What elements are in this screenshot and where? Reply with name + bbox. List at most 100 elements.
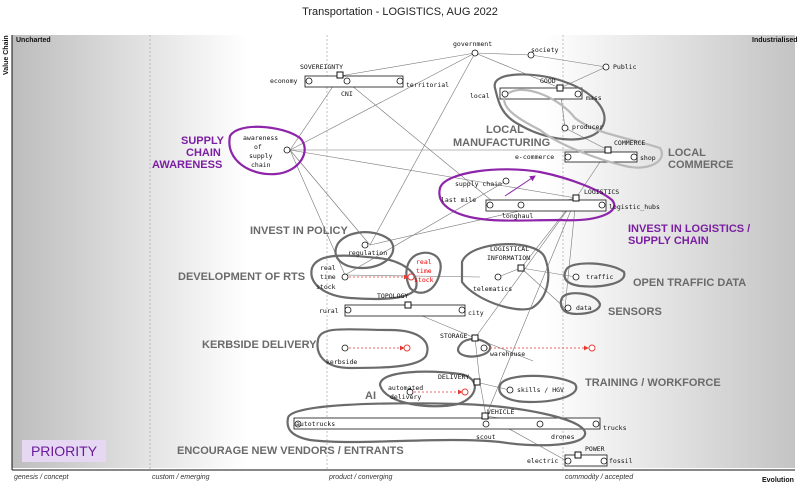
kerbside-label: kerbside [326,358,357,366]
fossil-node[interactable] [600,457,608,465]
warehouse-label: warehouse [490,350,525,358]
uncharted-label: Uncharted [16,37,51,44]
regulation-label: regulation [348,249,387,257]
supply-chain-node[interactable] [502,177,510,185]
map-background [12,35,795,468]
rural-node[interactable] [344,306,352,314]
warehouse-future-node[interactable] [588,344,596,352]
supply-chain-label: supply chain [455,180,502,188]
shop-node[interactable] [630,153,638,161]
power-label: POWER [585,445,605,453]
mass-node[interactable] [574,90,582,98]
priority-badge: PRIORITY [22,440,106,462]
power-node[interactable] [574,451,582,459]
vendors-blob [286,402,587,447]
government-node[interactable] [471,49,479,57]
logistical-info-label-1: LOGISTICAL [490,245,529,253]
real-time-stock-future-node[interactable] [407,273,415,281]
awareness-node[interactable] [283,146,291,154]
society-node[interactable] [527,51,535,59]
rts-label-1: real [320,264,336,272]
annotation-local-commerce-1: LOCAL [668,147,706,159]
producer-label: producer [572,123,603,131]
sovereignty-range [304,75,404,88]
awareness-label-1: awareness [243,134,278,142]
traffic-label: traffic [586,273,613,281]
good-node[interactable] [556,84,564,92]
annotation-encourage: ENCOURAGE NEW VENDORS / ENTRANTS [177,445,404,457]
territorial-node[interactable] [396,77,404,85]
data-node[interactable] [564,304,572,312]
traffic-node[interactable] [572,273,580,281]
invest-logistics-blob [438,168,616,222]
regulation-node[interactable] [361,241,369,249]
annotations: SUPPLY CHAIN AWARENESS LOCAL MANUFACTURI… [152,124,750,457]
logistics-range [485,199,607,212]
commerce-node[interactable] [604,146,612,154]
supply-chain-awareness-blob [228,125,306,176]
commerce-range [564,151,638,163]
annotation-sensors: SENSORS [608,306,662,318]
skills-hgv-label: skills / HGV [517,386,564,394]
topology-node[interactable] [404,301,412,309]
logistics-node[interactable] [572,194,580,202]
automated-delivery-future-node[interactable] [461,388,469,396]
longhaul-node[interactable] [517,201,525,209]
awareness-label-3: supply [249,152,273,160]
sovereignty-node[interactable] [336,71,344,79]
delivery-node[interactable] [473,378,481,386]
annotation-kerbside: KERBSIDE DELIVERY [202,339,317,351]
ecommerce-node[interactable] [564,153,572,161]
annotation-local-commerce-2: COMMERCE [668,159,733,171]
rts-label-3: stock [316,283,336,291]
trucks-label: trucks [603,424,627,432]
rts-label-2: time [320,273,336,281]
annotation-open-traffic: OPEN TRAFFIC DATA [633,277,746,289]
storage-node[interactable] [471,334,479,342]
longhaul-label: longhaul [502,212,533,220]
stage-commodity: commodity / accepted [565,474,634,481]
storage-label: STORAGE [440,332,467,340]
vehicle-range [293,417,601,430]
logistical-info-blob [460,243,550,311]
telematics-node[interactable] [494,273,502,281]
government-label: government [453,40,492,48]
kerbside-node[interactable] [341,344,349,352]
real-time-stock-node[interactable] [341,273,349,281]
vehicle-node[interactable] [481,412,489,420]
annotation-supply-1: SUPPLY [181,135,225,147]
logistical-info-node[interactable] [517,264,525,272]
local-node[interactable] [501,90,509,98]
electric-node[interactable] [564,457,572,465]
annotation-invest-logistics-2: SUPPLY CHAIN [628,235,709,247]
trucks-node[interactable] [592,420,600,428]
rts-blob-2 [405,251,442,294]
kerbside-future-node[interactable] [403,344,411,352]
autotrucks-node[interactable] [294,420,302,428]
data-label: data [576,304,592,312]
logistic-hubs-node[interactable] [598,201,606,209]
producer-node[interactable] [561,124,569,132]
cni-node[interactable] [343,77,351,85]
drones-node[interactable] [536,420,544,428]
annotation-ai: AI [365,390,376,402]
vehicle-label: VEHICLE [487,408,514,416]
scout-node[interactable] [482,420,490,428]
public-node[interactable] [602,63,610,71]
sovereignty-label: SOVEREIGNTY [300,63,343,71]
annotation-supply-3: AWARENESS [152,159,222,171]
fossil-label: fossil [609,457,633,465]
warehouse-node[interactable] [480,344,488,352]
topology-label: TOPOLOGY [377,292,408,300]
awareness-label-4: chain [251,161,271,169]
good-label: GOOD [540,77,556,85]
rts-future-label-2: time [416,267,432,275]
workforce-blob [498,374,578,404]
y-axis-label: Value Chain [3,35,10,75]
last-mile-node[interactable] [486,201,494,209]
city-node[interactable] [458,306,466,314]
skills-hgv-node[interactable] [506,386,514,394]
automated-delivery-node[interactable] [406,388,414,396]
economy-node[interactable] [305,77,313,85]
